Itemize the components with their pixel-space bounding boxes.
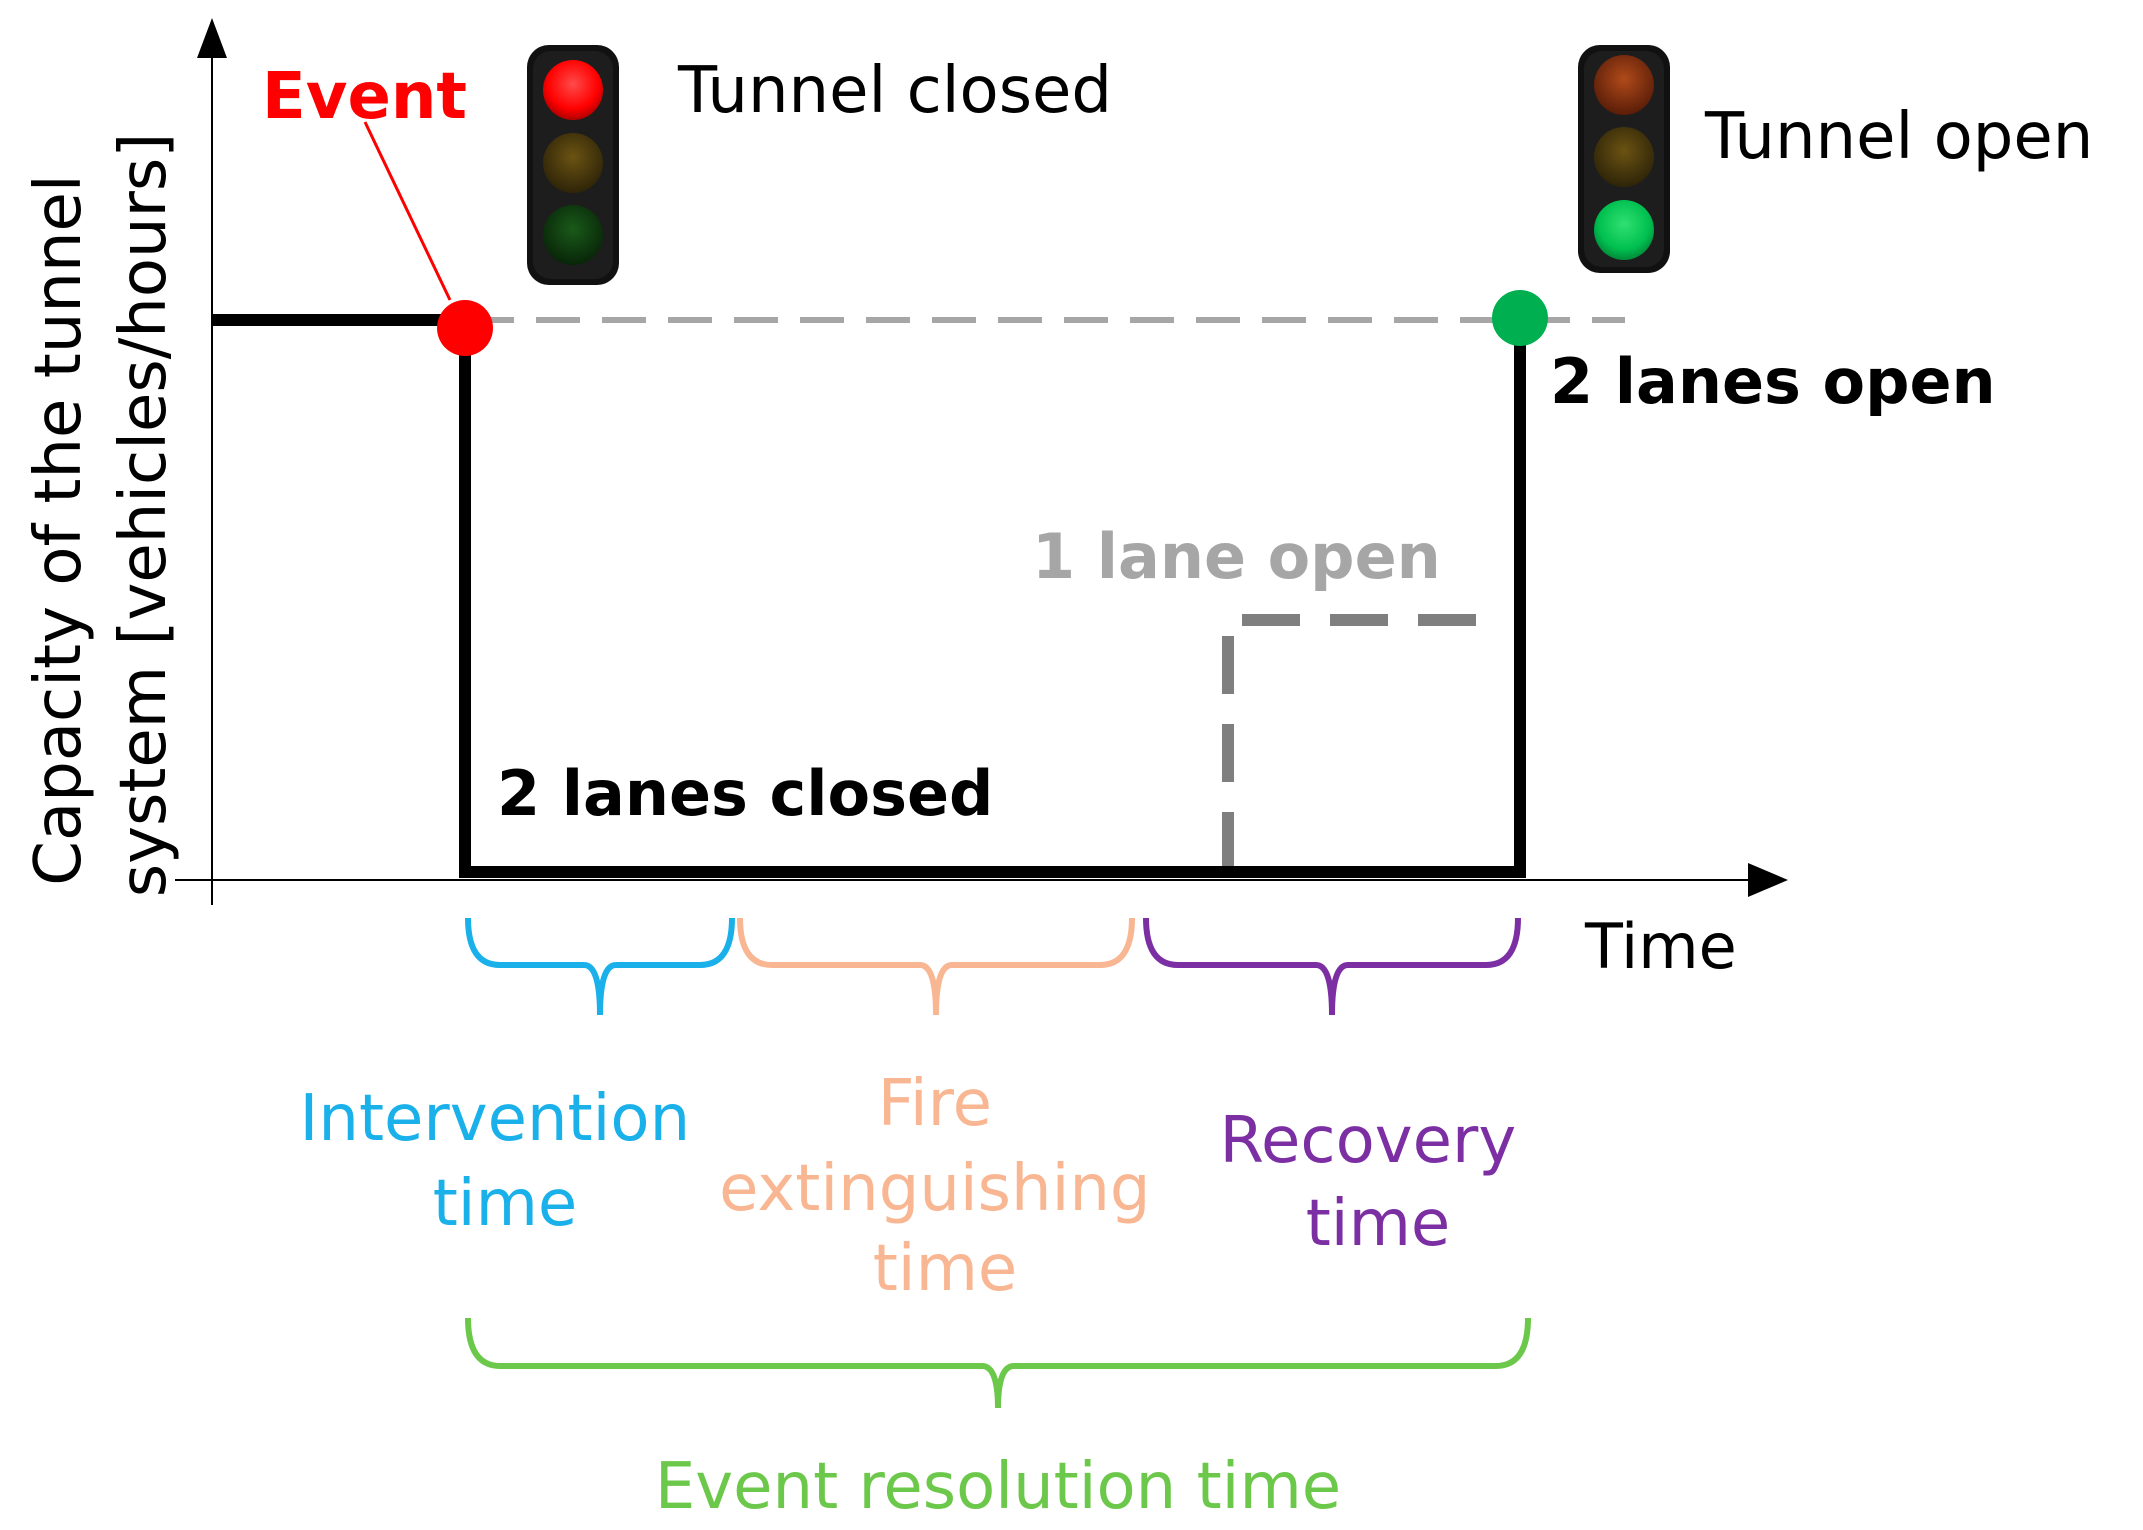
tunnel-open-label: Tunnel open	[1704, 100, 2093, 174]
y-axis-label-line1: Capacity of the tunnel	[22, 174, 96, 885]
fire-extinguishing-label: Fire extinguishing time	[719, 1067, 1171, 1306]
one-lane-open-path	[1222, 614, 1500, 870]
recovery-label: Recovery time	[1219, 1104, 1536, 1261]
reopen-marker	[1492, 290, 1548, 346]
event-pointer-line	[363, 121, 452, 301]
fire-extinguishing-brace	[737, 917, 1135, 1016]
intervention-brace	[465, 917, 735, 1016]
event-resolution-label: Event resolution time	[655, 1450, 1341, 1524]
event-label: Event	[262, 60, 467, 134]
red-light-on-icon	[543, 60, 603, 120]
intervention-label: Intervention time	[300, 1082, 711, 1241]
event-resolution-brace	[465, 1317, 1531, 1409]
recovery-brace	[1143, 917, 1521, 1016]
tunnel-closed-label: Tunnel closed	[677, 54, 1112, 128]
red-light-off-icon	[1594, 55, 1654, 115]
green-light-on-icon	[1594, 200, 1654, 260]
axes	[175, 18, 1788, 905]
x-axis-label: Time	[1584, 910, 1737, 983]
y-axis-arrow	[197, 18, 227, 58]
two-lanes-closed-label: 2 lanes closed	[497, 757, 993, 830]
capacity-line	[212, 314, 1526, 878]
event-marker	[437, 300, 493, 356]
amber-light-off-icon	[1594, 127, 1654, 187]
two-lanes-open-label: 2 lanes open	[1550, 345, 1996, 418]
y-axis-label-line2: system [vehicles/hours]	[107, 133, 181, 897]
green-light-off-icon	[543, 205, 603, 265]
x-axis-arrow	[1748, 863, 1788, 897]
traffic-light-open	[1578, 45, 1670, 273]
amber-light-off-icon	[543, 133, 603, 193]
traffic-light-closed	[527, 45, 619, 285]
one-lane-open-label: 1 lane open	[1032, 520, 1441, 593]
